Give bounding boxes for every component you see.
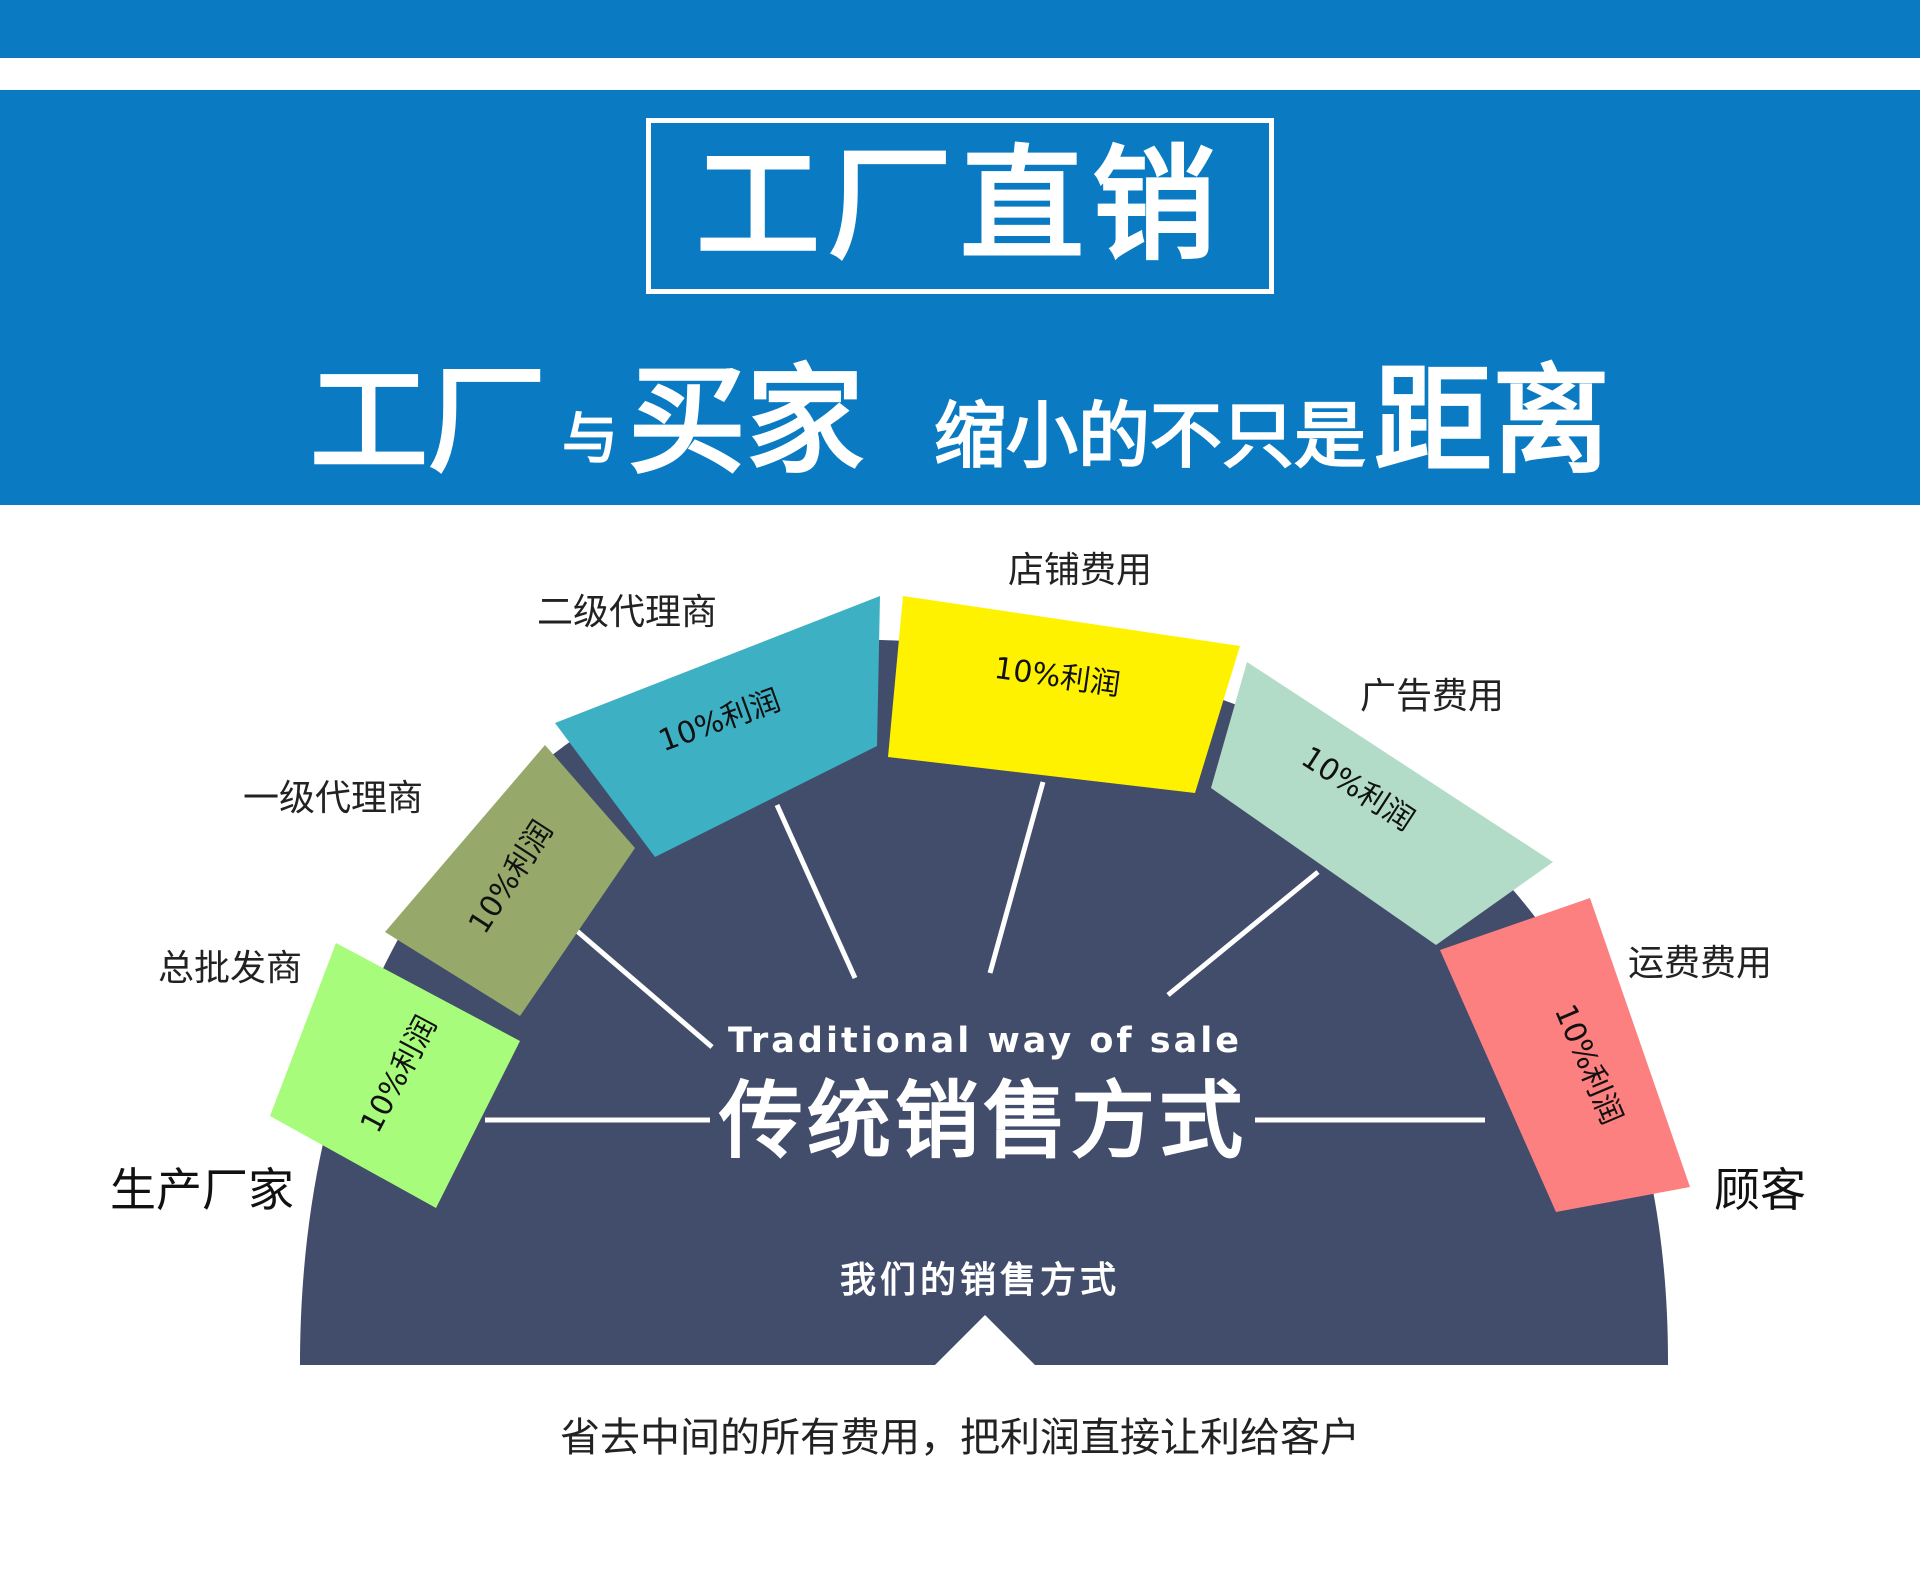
category-label: 总批发商 [158, 948, 302, 989]
category-label: 运费费用 [1628, 943, 1772, 984]
divider-line [568, 923, 714, 1049]
slogan: 工厂 与 买家 缩小的不只是 距离 [0, 340, 1920, 480]
category-label: 店铺费用 [1008, 550, 1152, 591]
category-label: 一级代理商 [243, 778, 423, 819]
slogan-part-factory: 工厂 [309, 352, 546, 490]
center-english-text: Traditional way of sale [728, 1021, 1242, 1061]
end-label: 顾客 [1714, 1163, 1806, 1217]
slogan-part-and: 与 [561, 407, 618, 472]
profit-segment-block [1211, 662, 1553, 945]
slogan-part-distance: 距离 [1374, 352, 1611, 490]
header-banner [0, 90, 1920, 505]
profit-segment-block [888, 596, 1240, 793]
divider-line [987, 781, 1046, 974]
divider-line [1166, 870, 1320, 997]
divider-lines [485, 781, 1485, 1123]
top-stripe [0, 0, 1920, 58]
category-label: 二级代理商 [537, 592, 717, 633]
start-label: 生产厂家 [110, 1163, 294, 1217]
profit-segment-block [555, 596, 880, 857]
slogan-part-shrink: 缩小的不只是 [934, 394, 1367, 478]
divider-line [774, 803, 858, 980]
category-label: 广告费用 [1360, 676, 1504, 717]
slogan-part-buyer: 买家 [627, 352, 864, 490]
title-box: 工厂直销 [646, 118, 1274, 294]
profit-segment-block [1440, 898, 1690, 1212]
profit-segment-block [385, 745, 635, 1016]
profit-segment-block [270, 943, 520, 1208]
segment-category-labels: 总批发商 一级代理商 二级代理商 店铺费用 广告费用 运费费用 [158, 550, 1772, 989]
our-way-text: 我们的销售方式 [840, 1260, 1120, 1301]
center-chinese-text: 传统销售方式 [718, 1072, 1247, 1170]
footer-note: 省去中间的所有费用，把利润直接让利给客户 [560, 1415, 1360, 1461]
page-title: 工厂直销 [695, 134, 1224, 278]
